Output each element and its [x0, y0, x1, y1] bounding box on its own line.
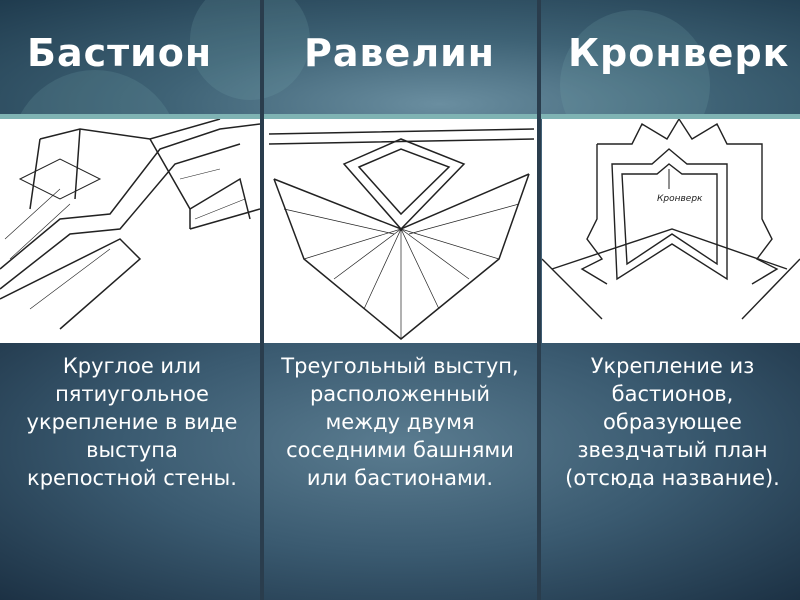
column-separator: [537, 0, 541, 600]
title-bastion: Бастион: [27, 31, 213, 75]
kronverk-drawing: Кронверк: [542, 119, 800, 343]
column-separator: [260, 0, 264, 600]
description-ravelin: Треугольный выступ, расположенный между …: [281, 354, 519, 490]
description-bastion: Круглое или пятиугольное укрепление в ви…: [26, 354, 238, 490]
title-kronverk: Кронверк: [568, 31, 790, 75]
ravelin-drawing: [264, 119, 538, 343]
description-kronverk: Укрепление из бастионов, образующее звез…: [565, 354, 780, 490]
bastion-drawing: [0, 119, 260, 343]
accent-divider: [0, 114, 800, 119]
kronverk-drawing-label: Кронверк: [657, 194, 703, 204]
description-band: [0, 343, 800, 600]
title-ravelin: Равелин: [304, 31, 496, 75]
